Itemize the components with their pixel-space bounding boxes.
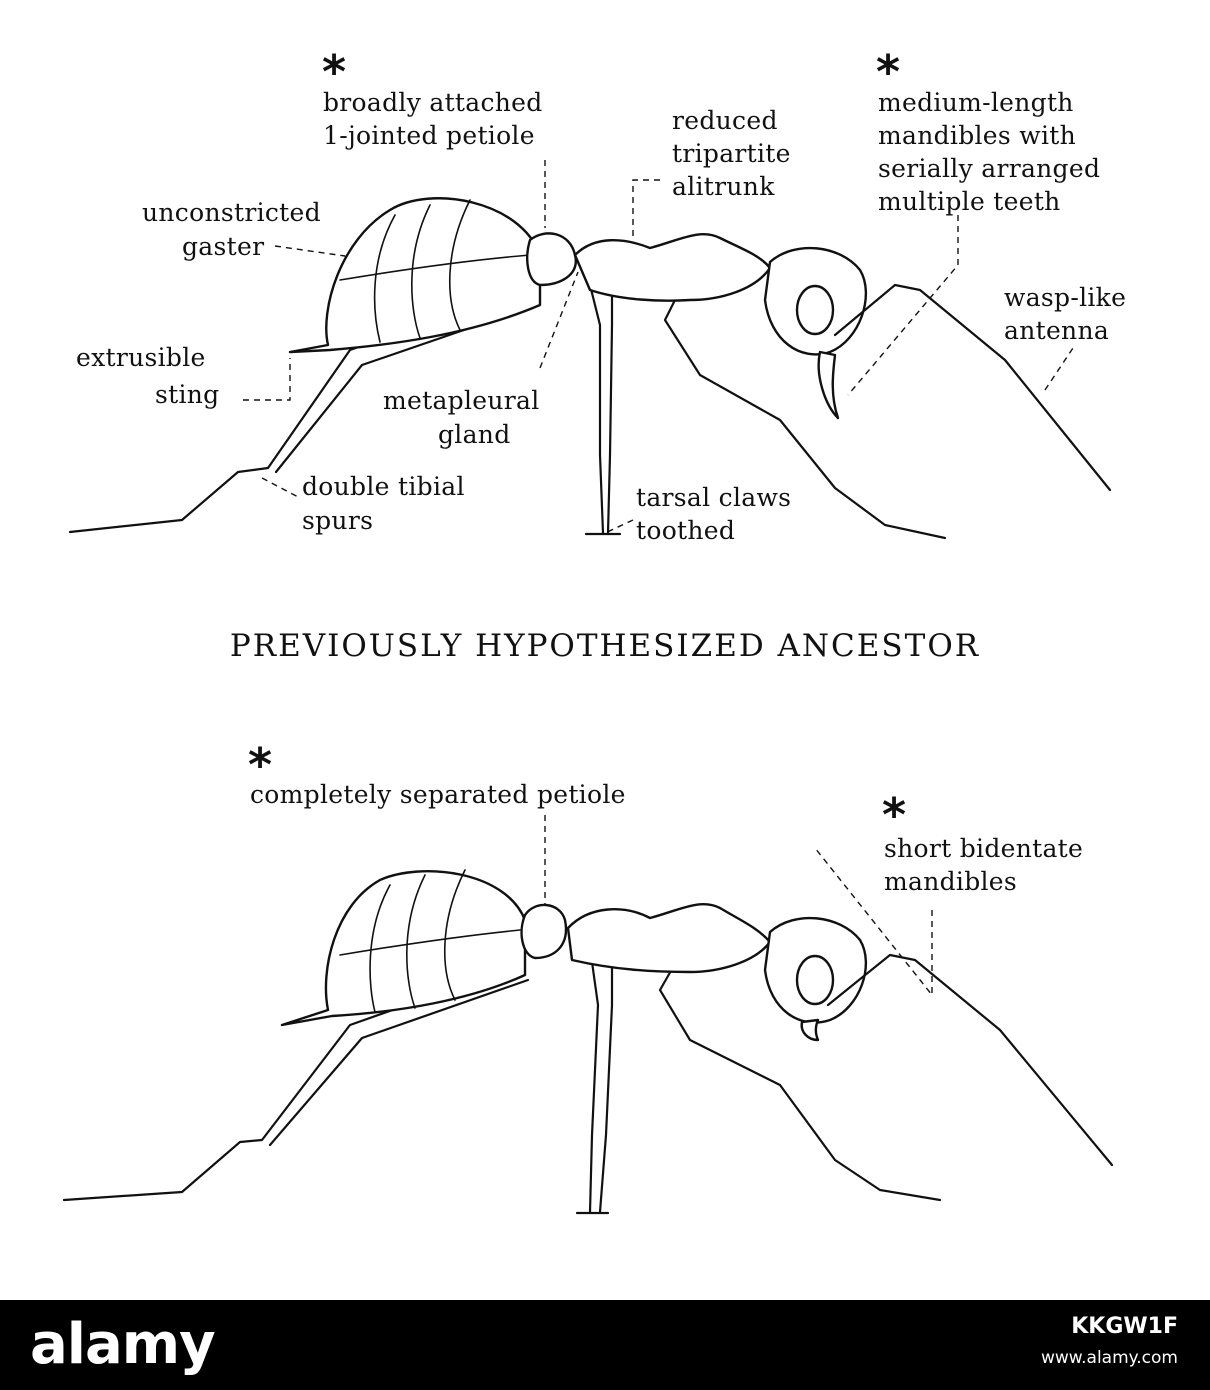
label-medium-length: medium-length	[878, 88, 1074, 117]
image-id: KKGW1F	[1071, 1314, 1178, 1339]
antenna	[833, 283, 1112, 492]
label-extrusible: extrusible	[76, 343, 206, 372]
label-gland: gland	[438, 420, 511, 449]
label-unconstricted: unconstricted	[142, 198, 321, 227]
leader-bidentate	[814, 847, 933, 998]
asterisk-mandibles: *	[876, 45, 901, 99]
leader-spurs	[261, 477, 301, 499]
watermark-bar: alamy KKGW1F www.alamy.com	[0, 1300, 1210, 1390]
leader-gaster	[274, 245, 346, 257]
top-ant-illustration	[68, 160, 1112, 540]
diagram-heading: PREVIOUSLY HYPOTHESIZED ANCESTOR	[229, 628, 981, 664]
petiole	[526, 232, 577, 287]
diagram-canvas: * broadly attached 1-jointed petiole red…	[62, 45, 1127, 1215]
antenna-bottom	[826, 953, 1114, 1167]
leader-antenna	[1044, 344, 1076, 391]
bottom-ant-illustration	[62, 815, 1114, 1215]
gaster-bottom	[280, 870, 527, 1027]
label-spurs: spurs	[302, 506, 374, 535]
eye-bottom	[795, 954, 835, 1006]
asterisk-separated-petiole: *	[248, 738, 273, 792]
leader-alitrunk	[632, 179, 660, 236]
gaster-segments	[339, 199, 531, 343]
label-sting: sting	[155, 380, 220, 409]
gaster	[288, 197, 542, 354]
label-mandibles: mandibles	[884, 867, 1018, 896]
eye	[795, 284, 835, 336]
label-completely-separated-petiole: completely separated petiole	[250, 780, 626, 809]
label-double-tibial: double tibial	[302, 472, 465, 501]
label-reduced: reduced	[672, 106, 778, 135]
asterisk-petiole: *	[322, 45, 347, 99]
asterisk-bidentate: *	[882, 788, 907, 842]
front-leg	[663, 248, 947, 540]
petiole-bottom	[520, 903, 568, 960]
label-1-jointed-petiole: 1-jointed petiole	[323, 121, 535, 150]
label-wasp-like: wasp-like	[1004, 283, 1127, 312]
hind-leg-bottom	[62, 963, 530, 1202]
mandible	[817, 350, 840, 420]
label-mandibles-with: mandibles with	[878, 121, 1077, 150]
label-tarsal-claws: tarsal claws	[636, 483, 792, 512]
label-multiple-teeth: multiple teeth	[878, 187, 1061, 216]
middle-leg	[584, 283, 622, 536]
label-gaster: gaster	[182, 232, 265, 261]
label-broadly-attached: broadly attached	[323, 88, 543, 117]
brand-logo: alamy	[30, 1312, 216, 1377]
mandible-bottom	[800, 1018, 820, 1042]
label-toothed: toothed	[636, 516, 736, 545]
label-tripartite: tripartite	[672, 139, 791, 168]
front-leg-bottom	[658, 918, 942, 1202]
label-serially-arranged: serially arranged	[878, 154, 1101, 183]
label-metapleural: metapleural	[383, 386, 540, 415]
label-alitrunk: alitrunk	[672, 172, 775, 201]
label-antenna: antenna	[1004, 316, 1110, 345]
gaster-segments-bottom	[339, 869, 521, 1013]
alitrunk	[573, 233, 772, 302]
label-short-bidentate: short bidentate	[884, 834, 1084, 863]
middle-leg-bottom	[575, 960, 614, 1215]
leader-mandibles	[847, 215, 959, 396]
site-url: www.alamy.com	[1040, 1348, 1178, 1368]
leader-sting	[243, 358, 291, 401]
alitrunk-bottom	[566, 903, 772, 974]
